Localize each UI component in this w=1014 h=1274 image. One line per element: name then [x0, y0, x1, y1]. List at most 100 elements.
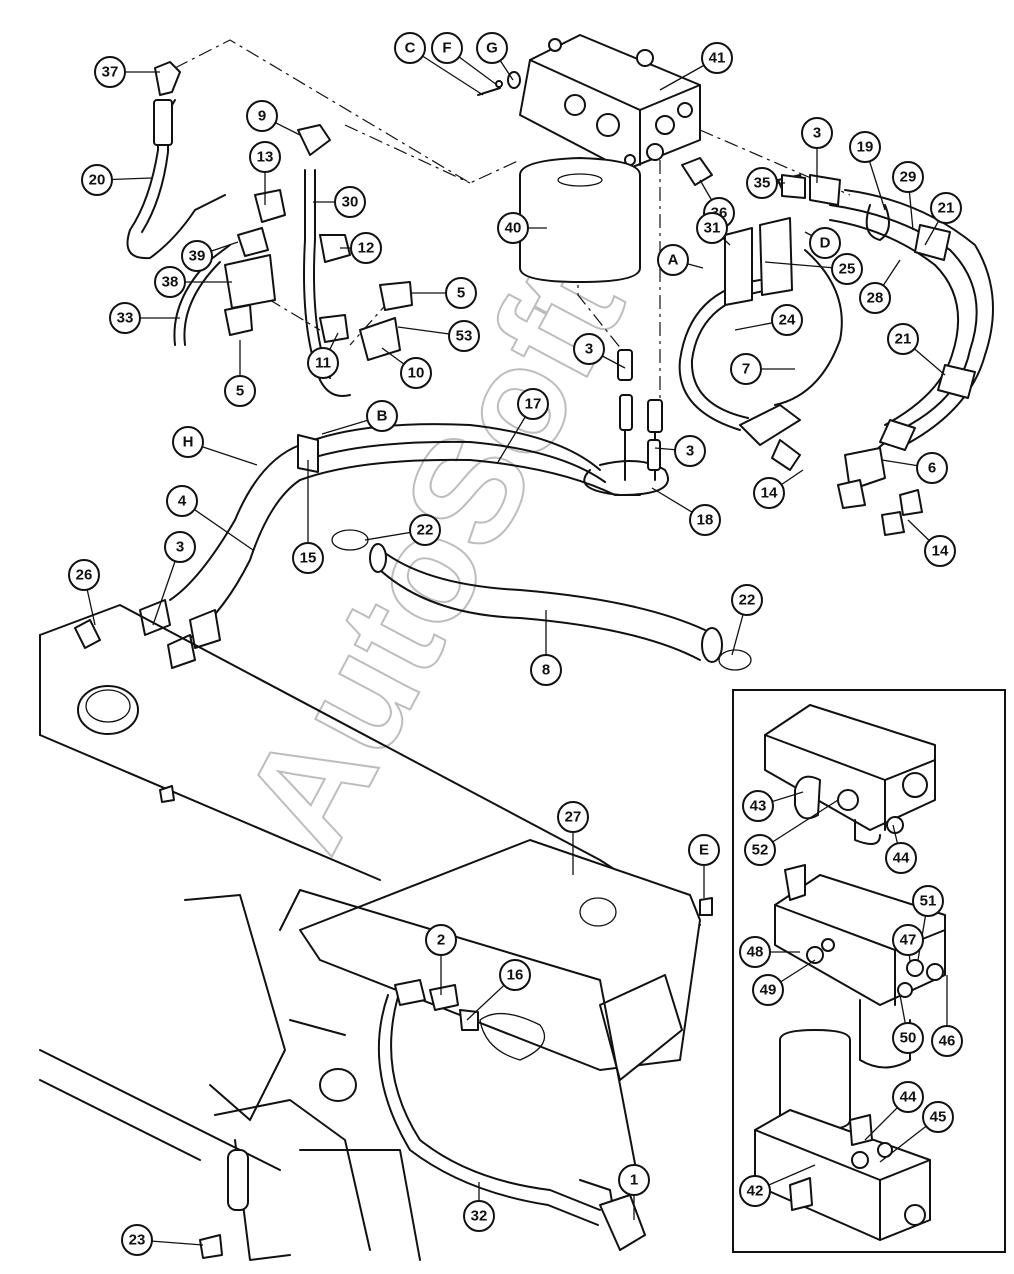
callout-14: 14	[924, 535, 956, 567]
callout-circle	[701, 42, 733, 74]
callout-circle	[912, 885, 944, 917]
callout-circle	[657, 244, 689, 276]
callout-text: 5	[236, 383, 244, 400]
callout-9: 9	[246, 100, 278, 132]
callout-text: 30	[342, 194, 359, 211]
callout-text: 14	[932, 543, 949, 560]
callout-text: 10	[408, 365, 425, 382]
callout-22: 22	[409, 514, 441, 546]
callout-text: 3	[585, 341, 593, 358]
callout-circle	[916, 452, 948, 484]
callout-10: 10	[400, 357, 432, 389]
callout-text: 22	[417, 522, 434, 539]
mounting-bracket-27	[299, 839, 701, 1081]
callout-circle	[394, 32, 426, 64]
callout-42: 42	[739, 1175, 771, 1207]
callout-f: F	[431, 32, 463, 64]
callout-31: 31	[696, 212, 728, 244]
callout-39: 39	[181, 240, 213, 272]
callout-3: 3	[674, 435, 706, 467]
callout-4: 4	[166, 485, 198, 517]
callout-circle	[68, 559, 100, 591]
callout-text: H	[183, 434, 194, 451]
callout-24: 24	[771, 304, 803, 336]
callout-38: 38	[154, 266, 186, 298]
callout-5: 5	[224, 375, 256, 407]
callout-circle	[164, 531, 196, 563]
callout-b: B	[366, 400, 398, 432]
callout-21: 21	[887, 323, 919, 355]
callout-text: 18	[697, 512, 714, 529]
callout-26: 26	[68, 559, 100, 591]
callout-text: 3	[686, 443, 694, 460]
fittings-left-cluster	[224, 189, 413, 361]
callout-circle	[752, 974, 784, 1006]
callout-text: 49	[760, 982, 777, 999]
inset-view-3	[754, 1029, 931, 1241]
callout-text: 39	[189, 248, 206, 265]
callout-circle	[350, 232, 382, 264]
callout-48: 48	[739, 936, 771, 968]
callout-circle	[109, 302, 141, 334]
watermark: AutoSoft	[210, 237, 656, 875]
hose-upper-left	[126, 61, 351, 397]
callout-e: E	[688, 834, 720, 866]
callout-circle	[746, 167, 778, 199]
callout-circle	[892, 161, 924, 193]
callout-text: F	[442, 40, 451, 57]
callout-circle	[801, 117, 833, 149]
callout-circle	[400, 357, 432, 389]
callout-text: 51	[920, 893, 937, 910]
callout-circle	[94, 56, 126, 88]
callout-text: 7	[742, 361, 750, 378]
callout-circle	[292, 542, 324, 574]
callout-text: 29	[900, 169, 917, 186]
callout-13: 13	[249, 141, 281, 173]
callout-text: 24	[779, 312, 796, 329]
callout-circle	[931, 1025, 963, 1057]
callout-text: 20	[89, 172, 106, 189]
hose-middle	[139, 349, 669, 669]
callout-22: 22	[731, 584, 763, 616]
callout-44: 44	[885, 842, 917, 874]
callout-text: 26	[76, 567, 93, 584]
callout-text: 45	[930, 1109, 947, 1126]
callout-circle	[885, 842, 917, 874]
callout-text: 19	[857, 139, 874, 156]
callout-text: 43	[750, 798, 767, 815]
callout-circle	[892, 924, 924, 956]
callout-text: 5	[457, 285, 465, 302]
callout-circle	[409, 514, 441, 546]
callout-23: 23	[121, 1224, 153, 1256]
callout-circle	[476, 32, 508, 64]
callout-27: 27	[557, 801, 589, 833]
callout-text: D	[820, 235, 831, 252]
callout-circle	[166, 485, 198, 517]
callout-6: 6	[916, 452, 948, 484]
callout-text: 33	[117, 310, 134, 327]
callout-15: 15	[292, 542, 324, 574]
callout-45: 45	[922, 1101, 954, 1133]
callout-circle	[431, 32, 463, 64]
callout-text: 35	[754, 175, 771, 192]
callout-text: 27	[565, 809, 582, 826]
callout-circle	[849, 131, 881, 163]
callout-text: 21	[938, 200, 955, 217]
callout-51: 51	[912, 885, 944, 917]
callout-circle	[557, 801, 589, 833]
callout-16: 16	[499, 959, 531, 991]
callout-circle	[463, 1200, 495, 1232]
callout-text: C	[405, 40, 416, 57]
callout-text: 11	[315, 355, 331, 372]
callout-text: 44	[893, 850, 910, 867]
callout-h: H	[172, 426, 204, 458]
callout-3: 3	[573, 333, 605, 365]
callout-40: 40	[497, 212, 529, 244]
callout-circle	[307, 347, 339, 379]
callout-circle	[887, 323, 919, 355]
callout-33: 33	[109, 302, 141, 334]
callout-text: 6	[928, 460, 936, 477]
callout-text: 38	[162, 274, 179, 291]
